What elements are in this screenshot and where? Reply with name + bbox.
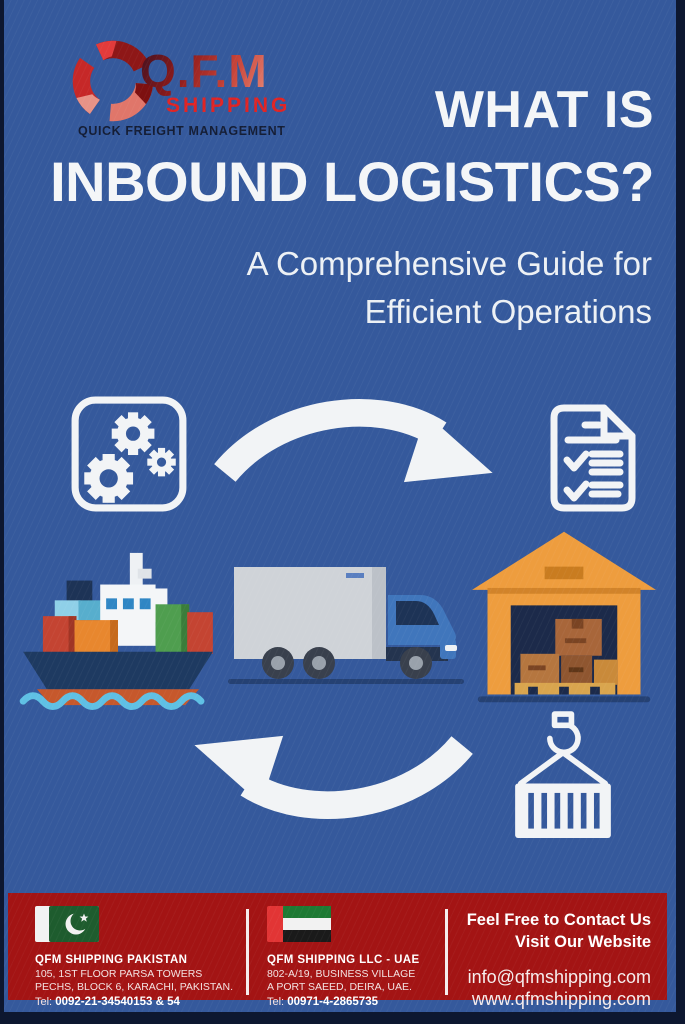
subtitle-line-1: A Comprehensive Guide for — [246, 245, 652, 282]
logo-wordmark: Q.F.M — [140, 45, 268, 97]
poster-canvas: Q.F.M SHIPPING QUICK FREIGHT MANAGEMENT … — [4, 0, 676, 1012]
pakistan-flag-icon — [35, 906, 99, 942]
contact-website: www.qfmshipping.com — [471, 989, 651, 1010]
pakistan-office-phone: Tel: 0092-21-34540153 & 54 — [35, 996, 180, 1008]
title-line-2: INBOUND LOGISTICS? — [50, 150, 654, 213]
title-line-1: WHAT IS — [434, 81, 654, 139]
uae-flag-icon — [267, 906, 331, 942]
contact-links: info@qfmshipping.com www.qfmshipping.com — [421, 966, 651, 1011]
footer-contact-info: Feel Free to Contact Us Visit Our Websit… — [421, 909, 651, 1011]
subtitle-line-2: Efficient Operations — [364, 292, 652, 330]
red-swirl-logo-icon — [72, 40, 154, 122]
contact-email: info@qfmshipping.com — [467, 966, 651, 987]
qfm-logo: Q.F.M SHIPPING QUICK FREIGHT MANAGEMENT — [66, 36, 326, 146]
uae-office-name: QFM SHIPPING LLC - UAE — [267, 954, 420, 966]
curved-arrow-left-icon — [194, 735, 473, 819]
checklist-document-icon — [550, 404, 636, 512]
curved-arrow-right-icon — [214, 399, 493, 483]
page-title: WHAT IS INBOUND LOGISTICS? — [4, 84, 654, 210]
cargo-ship-icon — [19, 552, 213, 711]
pakistan-office-name: QFM SHIPPING PAKISTAN — [35, 954, 188, 966]
pakistan-office-address: 105, 1ST FLOOR PARSA TOWERS PECHS, BLOCK… — [35, 968, 233, 993]
footer-divider-1 — [246, 909, 249, 995]
uae-office-phone: Tel: 00971-4-2865735 — [267, 996, 378, 1008]
container-on-crane-hook-icon — [515, 711, 611, 838]
logo-shipping-label: SHIPPING — [166, 94, 291, 117]
footer-pakistan-office: QFM SHIPPING PAKISTAN 105, 1ST FLOOR PAR… — [35, 906, 247, 1008]
page-subtitle: A Comprehensive Guide for Efficient Oper… — [12, 240, 652, 336]
warehouse-with-boxes-icon — [472, 531, 656, 703]
delivery-truck-icon — [228, 567, 464, 684]
contact-heading: Feel Free to Contact Us Visit Our Websit… — [466, 911, 651, 952]
logo-tagline: QUICK FREIGHT MANAGEMENT — [78, 124, 286, 138]
footer-uae-office: QFM SHIPPING LLC - UAE 802-A/19, BUSINES… — [267, 906, 445, 1008]
footer-contact-bar: QFM SHIPPING PAKISTAN 105, 1ST FLOOR PAR… — [8, 893, 667, 1009]
gears-in-rounded-square-icon — [71, 396, 187, 512]
uae-office-address: 802-A/19, BUSINESS VILLAGE A PORT SAEED,… — [267, 968, 416, 993]
footer-divider-2 — [445, 909, 448, 995]
